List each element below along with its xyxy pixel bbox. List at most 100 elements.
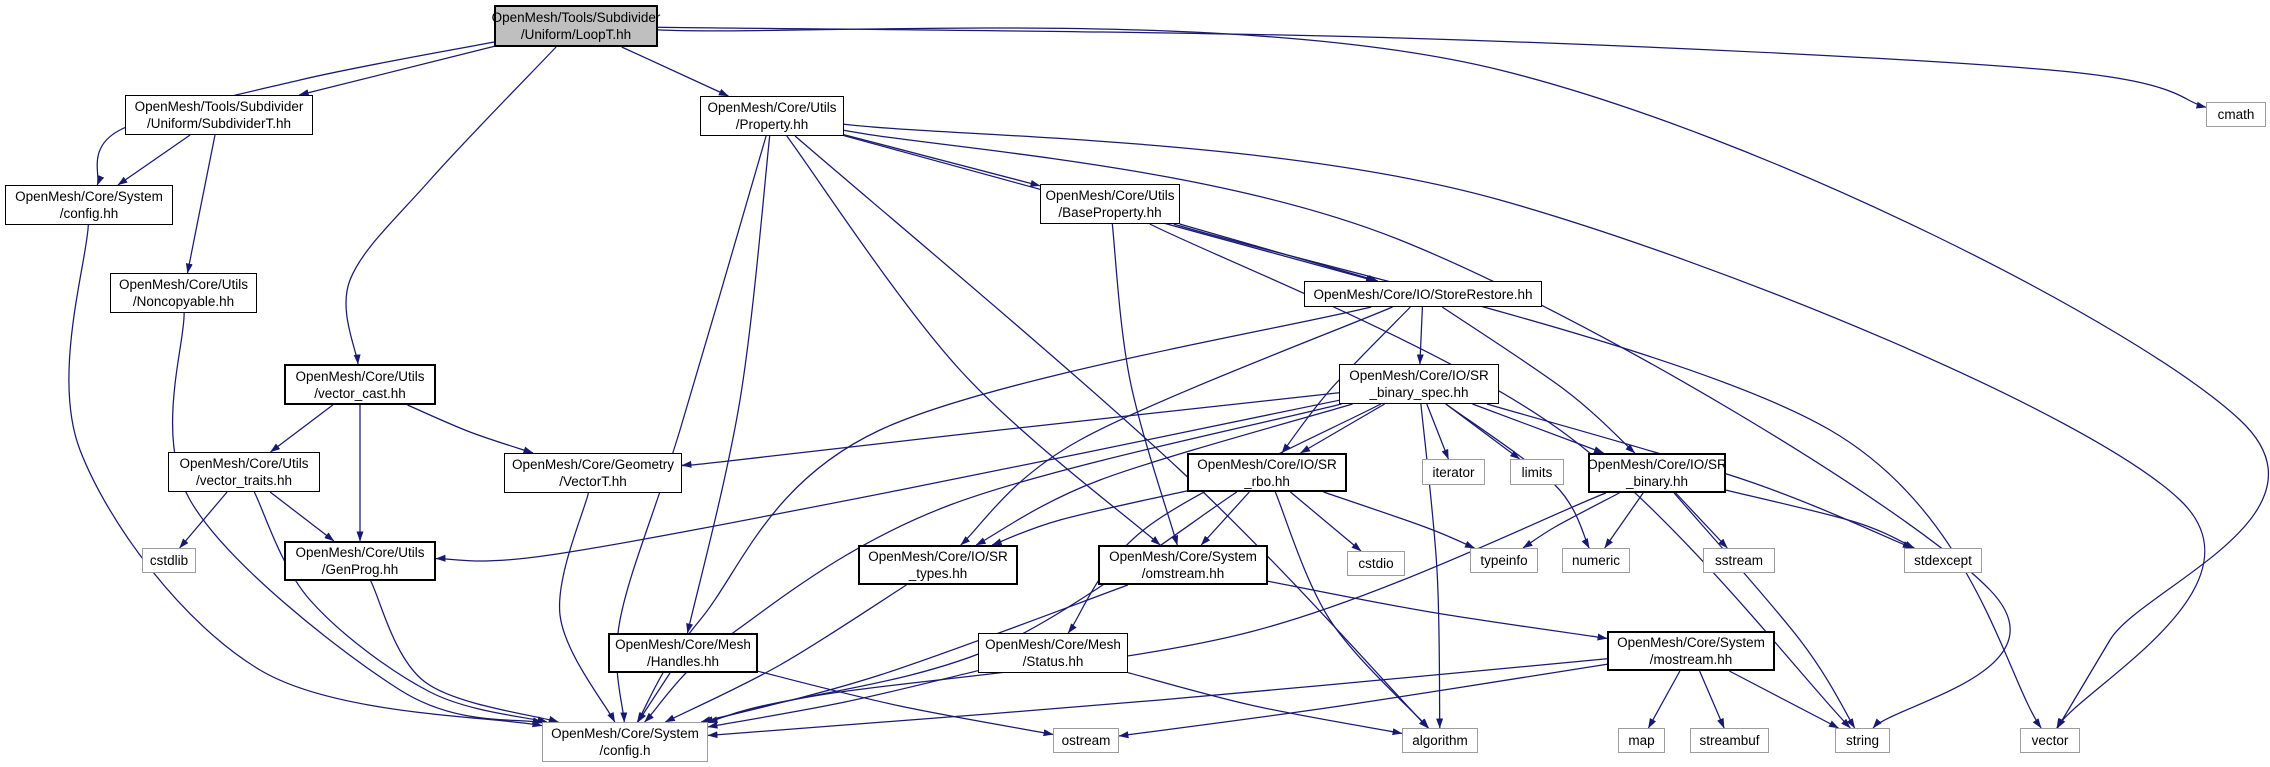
edge-srrbo-typeinfo [1323,491,1475,549]
node-limits: limits [1510,459,1564,485]
node-label: /Handles.hh [646,654,720,669]
edge-srbinaryspec-srtypes [975,403,1353,546]
edge-property-handles [686,135,771,634]
node-label: map [1628,733,1655,748]
edge-srbinaryspec-vectort [681,392,1340,468]
edge-loopt-property [621,46,729,97]
edge-handles-ostream [757,670,1054,737]
node-vectorcast[interactable]: OpenMesh/Core/Utils/vector_cast.hh [284,364,436,405]
edge-srbinary-sstream [1675,492,1728,549]
edge-srbinary-typeinfo [1522,492,1620,549]
edge-srbinaryspec-srrbo [1300,403,1385,454]
node-vector: vector [2020,728,2080,753]
edge-srrbo-srtypes [991,490,1188,546]
node-label: string [1845,733,1879,748]
node-label: OpenMesh/Core/System [15,189,163,204]
node-label: /config.hh [59,206,119,221]
edge-loopt-vector [657,27,2270,729]
node-map: map [1618,728,1665,753]
node-srtypes[interactable]: OpenMesh/Core/IO/SR_types.hh [858,545,1018,585]
edge-property-string [843,129,2011,729]
node-label: OpenMesh/Core/System [1617,635,1765,650]
node-omstream[interactable]: OpenMesh/Core/System/omstream.hh [1098,545,1268,585]
node-srbinary[interactable]: OpenMesh/Core/IO/SR_binary.hh [1587,453,1727,493]
node-subdividert[interactable]: OpenMesh/Tools/Subdivider/Uniform/Subdiv… [125,95,313,135]
edge-srbinaryspec-genprog [435,399,1340,562]
node-confighh[interactable]: OpenMesh/Core/System/config.hh [5,185,173,225]
edge-omstream-configh [700,584,1129,723]
edge-srbinary-numeric [1604,492,1644,549]
node-sstream: sstream [1703,548,1775,573]
edge-storerestore-srtypes [960,306,1393,546]
node-loopt[interactable]: OpenMesh/Tools/Subdivider/Uniform/LoopT.… [492,5,660,47]
edge-mostream-map [1647,670,1681,729]
node-baseproperty[interactable]: OpenMesh/Core/Utils/BaseProperty.hh [1040,184,1180,224]
node-status[interactable]: OpenMesh/Core/Mesh/Status.hh [978,633,1128,673]
edge-property-omstream [786,135,1161,546]
node-label: /Uniform/SubdividerT.hh [146,116,292,131]
node-label: OpenMesh/Core/IO/SR [1349,368,1489,383]
edge-vectortraits-cstdlib [179,491,228,549]
edge-vectortraits-configh [253,491,548,724]
edge-loopt-subdividert [298,45,495,97]
node-label: OpenMesh/Core/Utils [179,456,309,471]
edge-srbinary-stdexcept [1725,489,1915,549]
node-label: OpenMesh/Core/Utils [295,545,425,560]
node-label: OpenMesh/Core/Geometry [511,457,675,472]
node-label: stdexcept [1914,553,1972,568]
node-storerestore[interactable]: OpenMesh/Core/IO/StoreRestore.hh [1304,281,1542,307]
node-label: cmath [2217,107,2255,122]
node-numeric: numeric [1562,548,1630,573]
node-streambuf: streambuf [1690,728,1769,753]
node-vectortraits[interactable]: OpenMesh/Core/Utils/vector_traits.hh [168,452,320,492]
node-noncopyable[interactable]: OpenMesh/Core/Utils/Noncopyable.hh [110,273,257,313]
node-cmath: cmath [2206,102,2266,127]
node-label: /config.h [599,743,651,758]
edge-vectorcast-vectortraits [270,404,334,453]
node-label: iterator [1432,464,1475,480]
node-label: algorithm [1412,733,1468,748]
node-label: /Property.hh [735,117,809,132]
edge-subdividert-confighh [117,134,191,186]
edge-mostream-streambuf [1699,670,1725,729]
node-srbinaryspec[interactable]: OpenMesh/Core/IO/SR_binary_spec.hh [1339,364,1499,404]
node-ostream: ostream [1053,728,1119,753]
node-label: /mostream.hh [1649,652,1733,667]
edge-confighh-configh [68,224,543,728]
edge-vectort-configh [558,492,616,723]
node-handles[interactable]: OpenMesh/Core/Mesh/Handles.hh [608,633,758,673]
edge-srtypes-configh [664,584,907,723]
node-vectort[interactable]: OpenMesh/Core/Geometry/VectorT.hh [504,453,682,493]
edge-property-algorithm [794,135,1429,729]
edge-baseproperty-string [1149,223,1851,729]
node-label: OpenMesh/Core/Mesh [985,637,1121,652]
node-label: OpenMesh/Core/Utils [1045,188,1175,203]
node-srrbo[interactable]: OpenMesh/Core/IO/SR_rbo.hh [1187,453,1347,492]
edge-mostream-configh [707,658,1608,739]
edge-status-configh [707,670,979,729]
node-genprog[interactable]: OpenMesh/Core/Utils/GenProg.hh [284,541,436,581]
node-mostream[interactable]: OpenMesh/Core/System/mostream.hh [1607,631,1775,671]
node-stdexcept: stdexcept [1904,548,1982,573]
node-label: /Status.hh [1022,654,1084,669]
node-label: OpenMesh/Core/Mesh [615,637,751,652]
edge-storerestore-srrbo [1281,306,1411,454]
edge-loopt-confighh [96,41,495,186]
edge-omstream-mostream [1267,580,1608,641]
edge-srbinaryspec-srbinary [1472,403,1604,454]
edge-loopt-cmath [657,26,2207,109]
node-label: OpenMesh/Core/System [551,726,699,741]
node-iterator: iterator [1422,459,1485,485]
edge-baseproperty-omstream [1111,223,1179,546]
node-cstdio: cstdio [1347,551,1405,576]
edge-loopt-vectorcast [345,46,557,365]
node-label: OpenMesh/Core/Utils [118,277,249,292]
node-typeinfo: typeinfo [1470,548,1538,573]
edge-storerestore-srbinary [1441,306,1636,454]
node-property[interactable]: OpenMesh/Core/Utils/Property.hh [700,96,844,136]
edge-status-algorithm [1127,672,1403,736]
edge-mostream-string [1729,670,1839,729]
edge-srbinaryspec-stdexcept [1486,403,1913,549]
node-cstdlib: cstdlib [142,548,196,573]
